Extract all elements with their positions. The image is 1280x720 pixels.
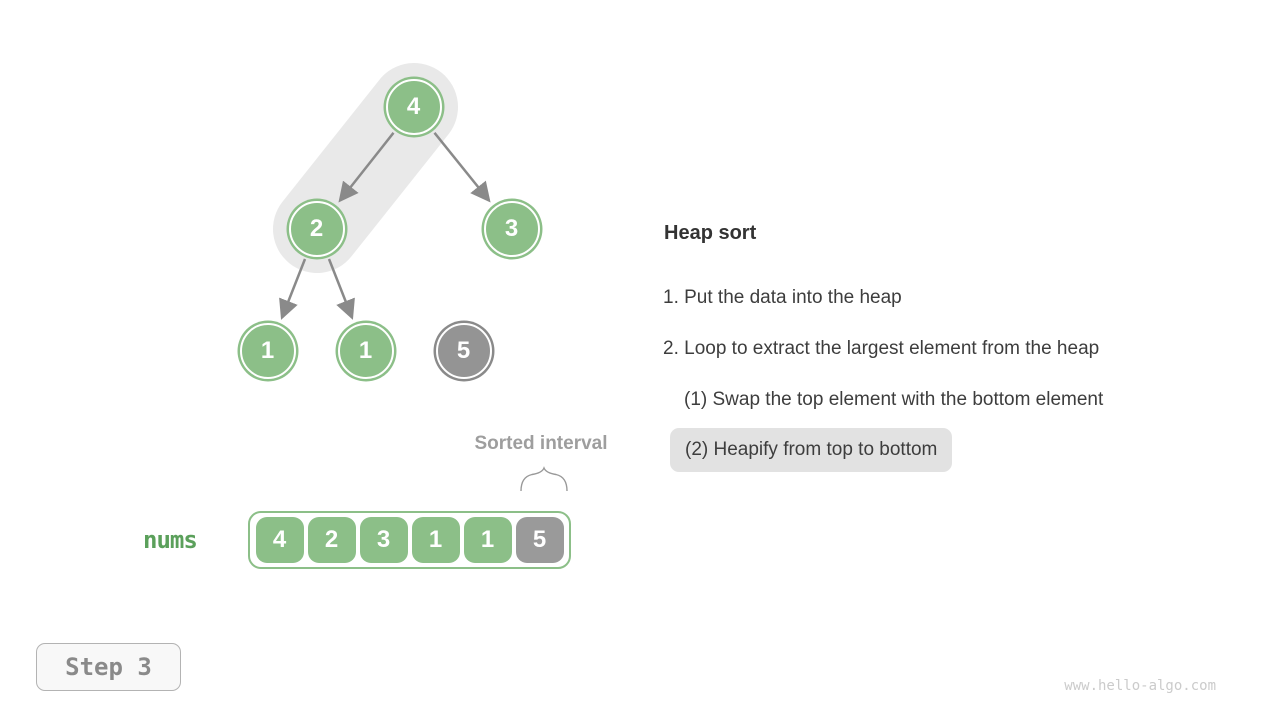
sorted-interval-brace [520, 466, 568, 492]
sorted-interval-label: Sorted interval [474, 433, 608, 454]
array-cell: 1 [463, 517, 512, 563]
array-name-label: nums [143, 526, 198, 554]
explanation-title: Heap sort [664, 222, 757, 244]
array-cell-sorted: 5 [515, 517, 564, 563]
tree-node: 1 [337, 322, 394, 379]
array-cell: 1 [411, 517, 460, 563]
array-cell: 2 [307, 517, 356, 563]
edge-4-2 [338, 132, 395, 203]
array-cell: 4 [255, 517, 304, 563]
tree-node-sorted: 5 [435, 322, 492, 379]
nums-array: 4 2 3 1 1 5 [248, 511, 571, 569]
edge-4-3 [433, 132, 491, 203]
explanation-item: 2. Loop to extract the largest element f… [663, 338, 1100, 359]
tree-node: 4 [385, 78, 442, 135]
explanation-item: 1. Put the data into the heap [663, 287, 902, 308]
tree-node: 2 [288, 200, 345, 257]
edge-2-1R [327, 258, 355, 320]
step-badge: Step 3 [36, 643, 181, 691]
tree-node: 3 [483, 200, 540, 257]
watermark: www.hello-algo.com [1064, 678, 1216, 694]
explanation-item: (1) Swap the top element with the bottom… [684, 389, 1104, 410]
explanation-item-highlighted: (2) Heapify from top to bottom [670, 428, 953, 472]
tree-node: 1 [239, 322, 296, 379]
edge-2-1L [279, 258, 307, 320]
array-cell: 3 [359, 517, 408, 563]
